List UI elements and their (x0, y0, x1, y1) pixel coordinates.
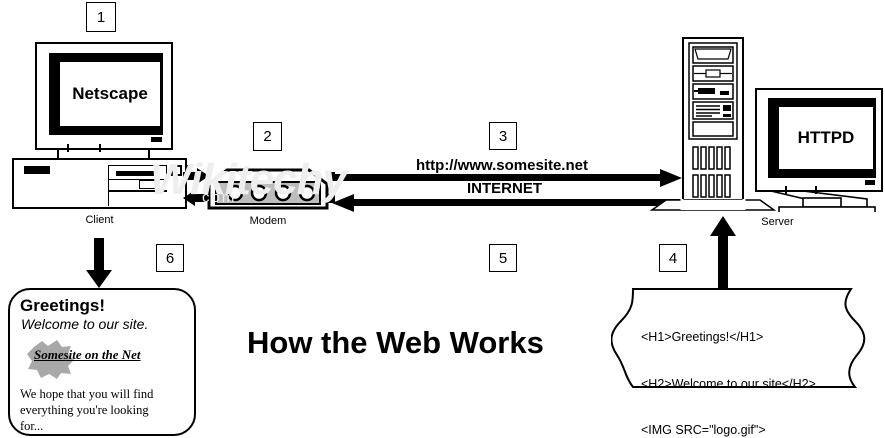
html-source-line-1: <H1>Greetings!</H1> (641, 330, 764, 344)
network-url-text: http://www.somesite.net (416, 157, 588, 174)
client-device-label: Client (12, 214, 187, 226)
step-number-6-label: 6 (165, 249, 175, 267)
server-monitor-stand (770, 190, 876, 212)
network-url-label: http://www.somesite.net (416, 157, 588, 174)
page-title: How the Web Works (247, 325, 544, 361)
response-arrow-head-icon (332, 194, 354, 212)
wikitechy-watermark: Wikitechy com (150, 155, 380, 225)
client-monitor-base-divider-1 (67, 144, 69, 152)
server-monitor-base-divider-1 (785, 186, 787, 194)
rendered-page-box: Greetings! Welcome to our site. Somesite… (8, 288, 196, 436)
client-base-unit (12, 158, 192, 209)
html-source-line-3: <IMG SRC="logo.gif"> (641, 423, 766, 437)
server-device-label-text: Server (761, 216, 794, 228)
server-tower (682, 37, 744, 209)
site-link[interactable]: Somesite on the Net (34, 347, 141, 363)
client-indicator-icon-1 (185, 165, 192, 169)
client-monitor-stand-left (57, 150, 59, 159)
site-link-text: Somesite on the Net (34, 347, 141, 362)
browser-name-label: Netscape (72, 84, 148, 103)
server-monitor: HTTPD (755, 88, 883, 194)
step-number-4: 4 (659, 244, 687, 272)
client-browser-screen: Netscape (59, 61, 161, 127)
html-source-box: <H1>Greetings!</H1> <H2>Welcome to our s… (611, 287, 873, 437)
step-number-1-label: 1 (96, 8, 106, 26)
server-device-label: Server (720, 216, 835, 228)
site-logo-blob-icon (27, 340, 74, 379)
modem-device-label: Modem (207, 215, 329, 227)
request-arrow-head-icon (660, 169, 682, 187)
network-medium-text: INTERNET (467, 180, 542, 197)
server-tower-base (650, 199, 776, 211)
html-source-line-2: <H2>Welcome to our site</H2> (641, 376, 816, 391)
rendered-page-body-line-1: We hope that you will find (20, 387, 154, 401)
client-to-modem-arrows (183, 168, 209, 206)
modem-shell-icon (207, 168, 329, 210)
client-drive-panel (108, 165, 167, 206)
server-monitor-led-icon (865, 180, 875, 185)
html-source-scroll-shape (611, 288, 866, 388)
source-to-server-arrow (710, 216, 736, 292)
step-number-2: 2 (253, 122, 282, 151)
response-arrow-shaft (352, 199, 682, 206)
rendered-page-body: We hope that you will find everything yo… (20, 386, 190, 434)
client-drive-eject-icon (139, 180, 157, 189)
client-monitor-led-icon (151, 137, 162, 142)
client-drive-row-2 (109, 191, 167, 206)
rendered-page-body-line-2: everything you're looking (20, 403, 149, 417)
rendered-page-heading-text: Greetings! (20, 296, 106, 315)
modem-device (207, 166, 329, 210)
rendered-page-body-line-3: for... (20, 419, 44, 433)
server-monitor-base-divider-2 (815, 186, 817, 194)
modem-device-label-text: Modem (249, 215, 287, 227)
rendered-page-heading: Greetings! (20, 296, 105, 316)
client-device-label-text: Client (85, 214, 114, 226)
html-source-lines: <H1>Greetings!</H1> <H2>Welcome to our s… (641, 299, 816, 438)
step-number-3: 3 (489, 122, 517, 150)
client-drive-slot-icon (116, 171, 155, 176)
client-monitor-base-divider-2 (99, 144, 101, 152)
watermark-sub-text: com (202, 189, 237, 206)
step-number-3-label: 3 (498, 127, 508, 145)
render-flow-arrow (86, 238, 112, 288)
rendered-page-subheading-text: Welcome to our site. (21, 316, 149, 332)
step-number-6: 6 (156, 244, 184, 272)
server-daemon-label: HTTPD (797, 128, 855, 147)
client-monitor-stand-right (148, 150, 150, 159)
network-medium-label: INTERNET (467, 180, 542, 197)
watermark-main-text: Wikitechy (150, 155, 347, 204)
step-number-4-label: 4 (668, 249, 678, 267)
client-power-button[interactable] (171, 165, 182, 176)
modem-to-internet-arrows (327, 172, 335, 203)
server-tower-icon (682, 37, 744, 209)
step-number-2-label: 2 (263, 128, 272, 145)
step-number-5-label: 5 (498, 249, 508, 267)
rendered-page-subheading: Welcome to our site. (21, 316, 148, 332)
step-number-5: 5 (489, 244, 517, 272)
request-arrow-shaft (331, 174, 670, 181)
client-base-badge-icon (24, 166, 50, 174)
step-number-1: 1 (86, 2, 116, 32)
page-title-text: How the Web Works (247, 325, 544, 360)
client-monitor: Netscape (35, 42, 173, 152)
server-daemon-screen: HTTPD (778, 106, 874, 170)
